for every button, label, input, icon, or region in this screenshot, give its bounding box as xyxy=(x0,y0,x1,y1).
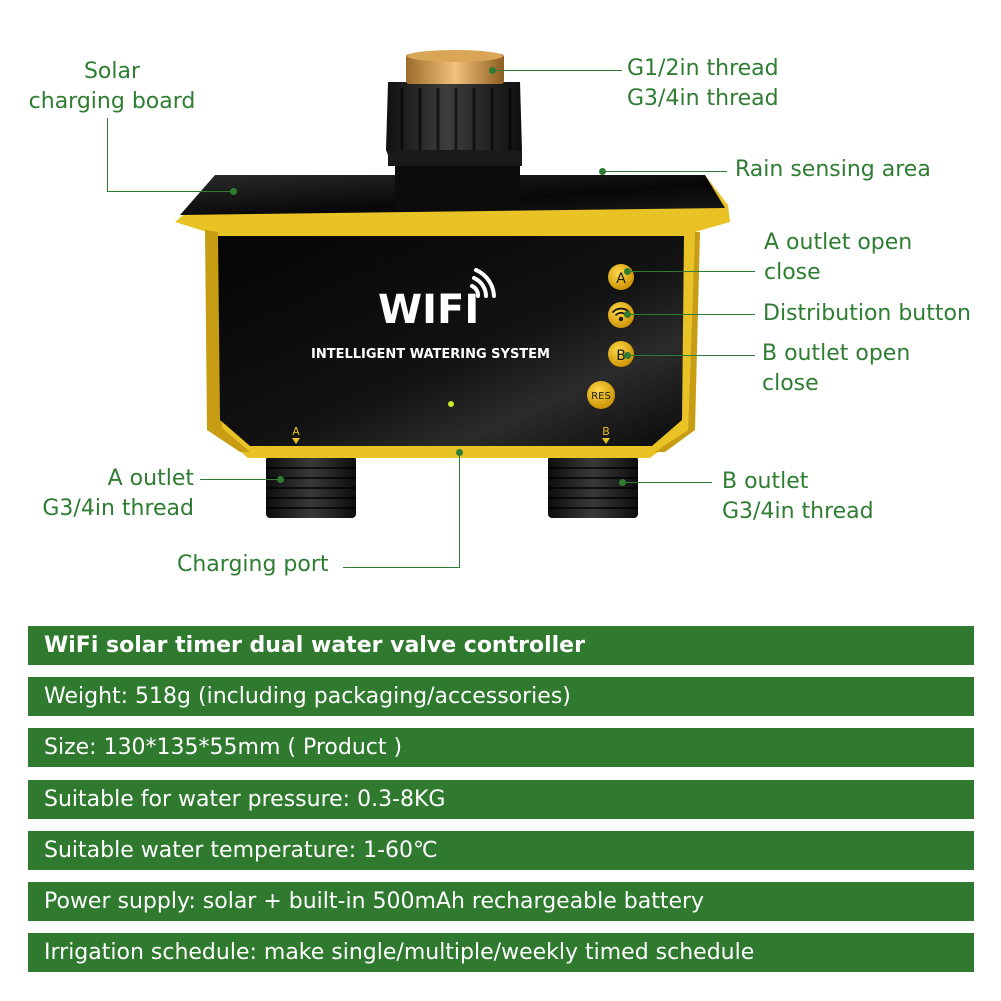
leader-solar-v xyxy=(107,118,108,192)
leader-a-outlet xyxy=(200,479,280,480)
spec-schedule: Irrigation schedule: make single/multipl… xyxy=(28,933,974,972)
button-b-outlet[interactable]: B xyxy=(608,341,634,367)
callout-solar: Solar charging board xyxy=(28,59,196,114)
leader-b-button-dot xyxy=(624,352,631,359)
outlet-b-thread xyxy=(548,456,638,518)
button-reset[interactable]: RES xyxy=(587,381,615,409)
button-b-label: B xyxy=(616,348,626,364)
inlet-connector xyxy=(386,50,522,210)
leader-rain-dot xyxy=(599,168,606,175)
leader-a-button-dot xyxy=(624,268,631,275)
leader-distribution xyxy=(627,314,755,315)
leader-thread-top-dot xyxy=(489,67,496,74)
leader-solar-h xyxy=(107,191,233,192)
panel-subtitle: INTELLIGENT WATERING SYSTEM xyxy=(311,347,550,362)
callout-b-button: B outlet open close xyxy=(762,341,911,396)
leader-charging-dot xyxy=(456,449,463,456)
button-a-outlet[interactable]: A xyxy=(608,264,634,290)
spec-temperature: Suitable water temperature: 1-60℃ xyxy=(28,831,974,870)
callout-a-button: A outlet open close xyxy=(764,230,913,285)
outlet-a-arrow-icon xyxy=(292,438,300,444)
outlet-b-mark: B xyxy=(602,425,610,438)
leader-charging-v xyxy=(459,452,460,568)
callout-distribution: Distribution button xyxy=(763,301,971,326)
callout-charging: Charging port xyxy=(177,552,329,577)
button-res-label: RES xyxy=(591,391,611,402)
spec-size: Size: 130*135*55mm ( Product ) xyxy=(28,728,974,767)
button-distribution[interactable] xyxy=(608,302,634,328)
outlet-a-mark: A xyxy=(292,425,300,438)
leader-thread-top xyxy=(492,70,622,71)
wifi-signal-icon xyxy=(470,268,496,298)
leader-b-outlet xyxy=(622,482,712,483)
leader-a-button xyxy=(627,271,755,272)
leader-b-outlet-dot xyxy=(619,479,626,486)
front-panel xyxy=(218,236,684,446)
spec-title: WiFi solar timer dual water valve contro… xyxy=(28,626,974,665)
outlet-b-arrow-icon xyxy=(602,438,610,444)
spec-pressure: Suitable for water pressure: 0.3-8KG xyxy=(28,780,974,819)
callout-thread-top: G1/2in thread G3/4in thread xyxy=(627,56,779,111)
callout-rain: Rain sensing area xyxy=(735,157,931,182)
brand-text: WIFI xyxy=(378,287,479,333)
leader-rain xyxy=(602,171,727,172)
leader-solar-dot xyxy=(230,188,237,195)
status-led xyxy=(448,401,454,407)
callout-b-outlet: B outlet G3/4in thread xyxy=(722,469,874,524)
product-illustration: WIFI INTELLIGENT WATERING SYSTEM A B RES… xyxy=(175,50,730,518)
outlet-a-thread xyxy=(266,456,356,518)
leader-a-outlet-dot xyxy=(277,476,284,483)
callout-a-outlet: A outlet G3/4in thread xyxy=(42,466,194,521)
spec-power: Power supply: solar + built-in 500mAh re… xyxy=(28,882,974,921)
leader-b-button xyxy=(627,355,755,356)
spec-weight: Weight: 518g (including packaging/access… xyxy=(28,677,974,716)
leader-charging-h xyxy=(343,567,460,568)
button-a-label: A xyxy=(616,271,626,287)
leader-distribution-dot xyxy=(624,311,631,318)
